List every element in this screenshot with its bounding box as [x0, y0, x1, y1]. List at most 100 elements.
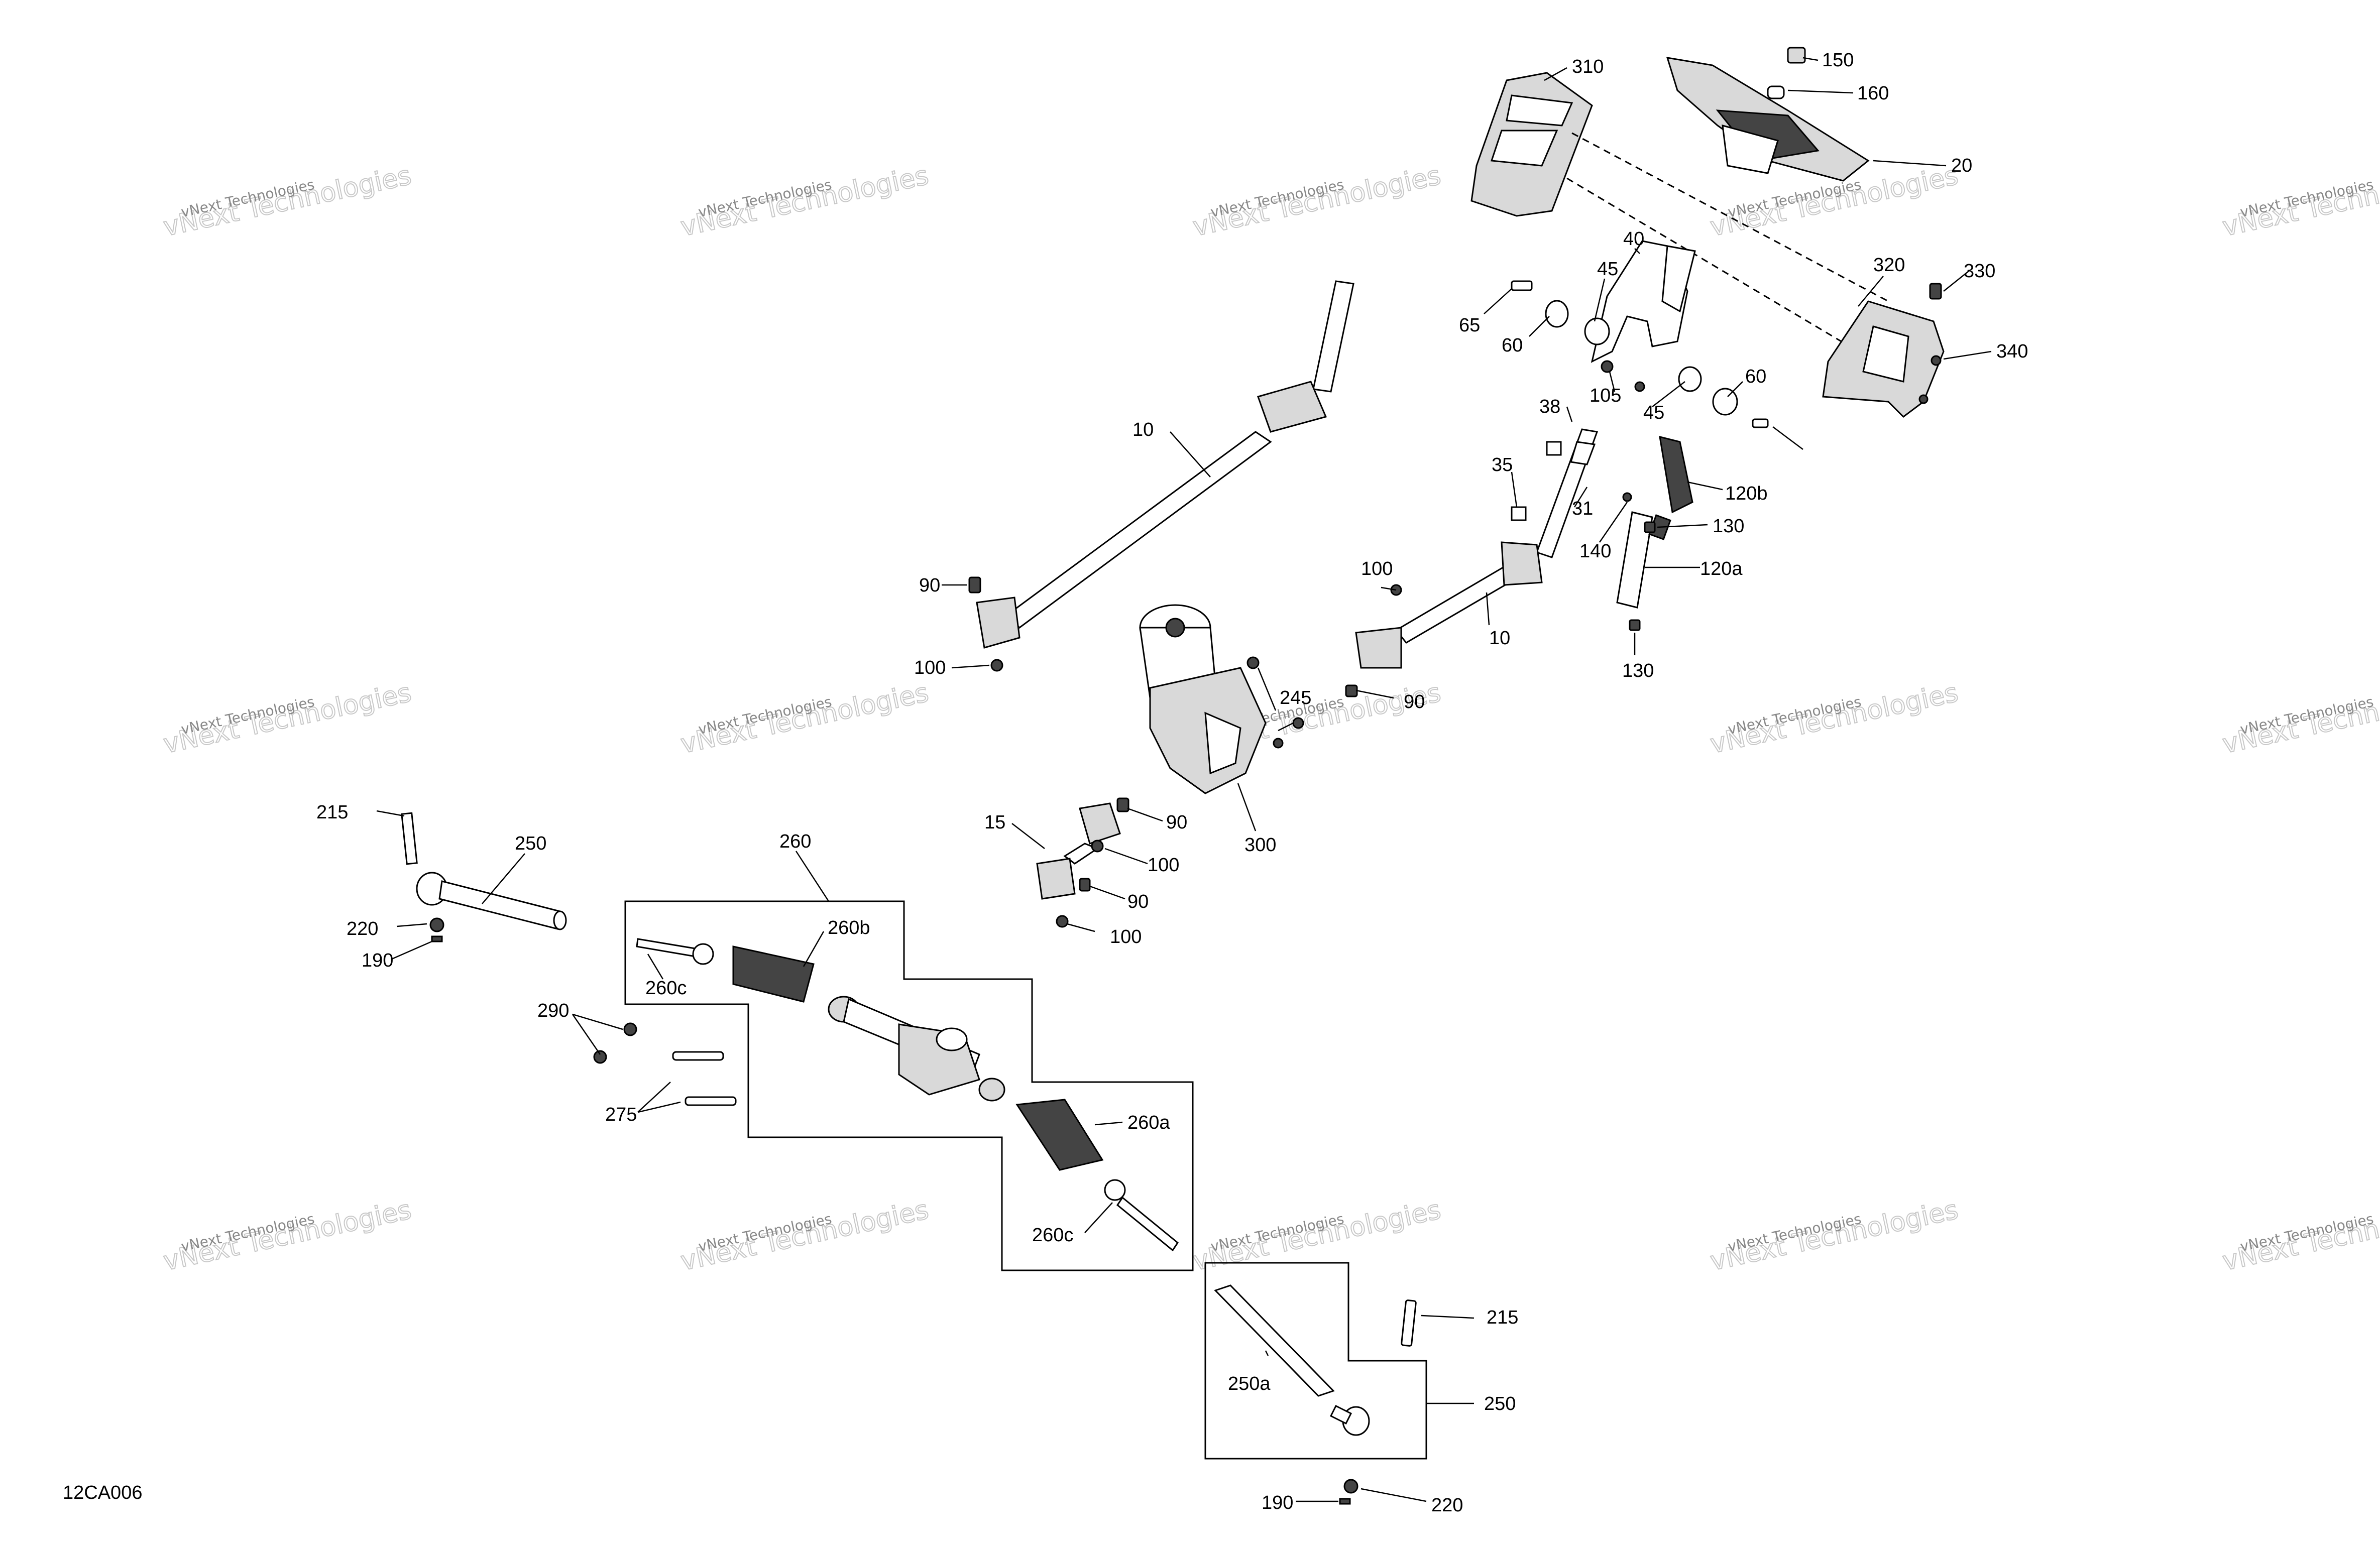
boot-260a[interactable] [1015, 1099, 1104, 1171]
callout-labels: 310 150 160 20 40 45 65 60 320 330 340 1… [316, 50, 2028, 1516]
u-joint-15[interactable] [1036, 802, 1121, 900]
callout-120b: 120b [1725, 483, 1768, 504]
callout-60: 60 [1502, 335, 1523, 356]
boot-120b[interactable] [1659, 435, 1693, 514]
callout-260b: 260b [828, 917, 870, 938]
callout-130-b: 130 [1622, 660, 1654, 681]
bolt-215-right[interactable] [1401, 1299, 1417, 1347]
steering-wheel-20[interactable] [1666, 57, 1870, 182]
nut-220-right[interactable] [1339, 1479, 1358, 1505]
watermark: vNext Technologies vNext Technologies [2219, 160, 2380, 243]
callout-10-b: 10 [1489, 628, 1510, 649]
bushing-60-b[interactable] [1712, 388, 1738, 416]
column-shaft-31[interactable] [1536, 428, 1599, 558]
tie-rod-group-outline [1204, 1262, 1427, 1460]
nut-105[interactable] [1601, 360, 1645, 392]
callout-260a: 260a [1127, 1112, 1170, 1133]
inner-tie-rod-260c-right[interactable] [1104, 1179, 1179, 1252]
bolt-275[interactable] [672, 1051, 737, 1106]
rack-group-outline [624, 900, 1194, 1271]
callout-90-d: 90 [1127, 891, 1149, 912]
bushing-60[interactable] [1545, 300, 1569, 328]
plug-160[interactable] [1767, 85, 1785, 99]
watermark-group: vNext Technologies vNext Technologies vN… [160, 160, 2380, 1277]
cover-310[interactable] [1470, 72, 1593, 217]
callout-105: 105 [1590, 385, 1621, 406]
fasteners-90-100[interactable] [1056, 797, 1129, 928]
inner-tie-rod-260c-left[interactable] [636, 938, 714, 965]
callout-100-c: 100 [1148, 855, 1179, 876]
callout-35: 35 [1492, 454, 1513, 476]
callout-215: 215 [316, 802, 348, 823]
bushing-45[interactable] [1584, 317, 1610, 345]
nut-100[interactable] [990, 584, 1402, 672]
callout-65: 65 [1459, 315, 1480, 336]
intermediate-shaft-10[interactable] [976, 280, 1354, 649]
clip-150[interactable] [1787, 47, 1806, 64]
support-320[interactable] [1822, 300, 1945, 418]
callout-215-b: 215 [1487, 1307, 1518, 1328]
callout-150: 150 [1822, 50, 1854, 71]
callout-320: 320 [1873, 255, 1905, 276]
bolt-65[interactable] [1511, 280, 1533, 291]
callout-120a: 120a [1700, 558, 1743, 579]
callout-20: 20 [1951, 155, 1972, 176]
callout-250a: 250a [1228, 1373, 1271, 1394]
callout-300: 300 [1244, 835, 1276, 856]
bushing-35[interactable] [1511, 441, 1562, 521]
watermark: vNext Technologies vNext Technologies [2219, 677, 2380, 760]
callout-340: 340 [1996, 341, 2028, 362]
watermark: vNext Technologies vNext Technologies [1707, 1195, 1961, 1277]
callout-90-c: 90 [1166, 812, 1187, 833]
callout-38: 38 [1539, 396, 1560, 417]
nut-220-left[interactable] [429, 917, 444, 942]
callout-220-b: 220 [1431, 1495, 1463, 1516]
diagram-code: 12CA006 [63, 1482, 142, 1503]
bolt-290[interactable] [593, 1022, 637, 1064]
watermark: vNext Technologies vNext Technologies [2219, 1195, 2380, 1277]
tie-rod-250-left[interactable] [401, 812, 567, 930]
callout-220: 220 [347, 918, 378, 939]
watermark: vNext Technologies vNext Technologies [1190, 160, 1444, 243]
watermark: vNext Technologies vNext Technologies [677, 160, 932, 243]
callout-40: 40 [1623, 228, 1644, 250]
screw-330[interactable] [1929, 283, 1942, 300]
callout-260: 260 [779, 831, 811, 852]
screw-340[interactable] [1918, 355, 1942, 404]
bushing-45-b[interactable] [1678, 366, 1702, 392]
callout-160: 160 [1857, 83, 1889, 104]
callout-190: 190 [362, 950, 393, 971]
watermark: vNext Technologies vNext Technologies [160, 677, 414, 760]
callout-130: 130 [1713, 516, 1744, 537]
lower-shaft-10[interactable] [1355, 541, 1543, 669]
tie-rod-tube-250a[interactable] [1214, 1284, 1335, 1397]
callout-90: 90 [919, 575, 940, 596]
callout-15: 15 [984, 812, 1005, 833]
bolt-rear[interactable] [1752, 418, 1803, 450]
boot-260b[interactable] [732, 945, 815, 1003]
watermark: vNext Technologies vNext Technologies [160, 160, 414, 243]
callout-260c: 260c [645, 978, 687, 999]
leader-lines [376, 57, 1992, 1502]
callout-260c-b: 260c [1032, 1225, 1073, 1246]
watermark: vNext Technologies vNext Technologies [160, 1195, 414, 1277]
watermark: vNext Technologies vNext Technologies [1190, 1195, 1444, 1277]
callout-100: 100 [914, 657, 946, 678]
callout-45-b: 45 [1643, 402, 1664, 423]
tie-rod-end-250[interactable] [1329, 1404, 1370, 1436]
assembly-line [1566, 177, 1859, 352]
callout-290: 290 [537, 1000, 569, 1021]
steering-rack-260[interactable] [828, 996, 1005, 1102]
watermark: vNext Technologies vNext Technologies [677, 1195, 932, 1277]
bolt-130[interactable] [1629, 521, 1656, 631]
callout-140: 140 [1579, 541, 1611, 562]
power-steering-unit-300[interactable] [1139, 604, 1267, 794]
callout-90-b: 90 [1404, 691, 1425, 713]
callout-250: 250 [515, 833, 546, 854]
callout-45: 45 [1597, 259, 1618, 280]
callout-330: 330 [1964, 261, 1995, 282]
callout-250-b: 250 [1484, 1393, 1516, 1414]
callout-245: 245 [1280, 687, 1311, 708]
clip-140[interactable] [1622, 492, 1632, 502]
